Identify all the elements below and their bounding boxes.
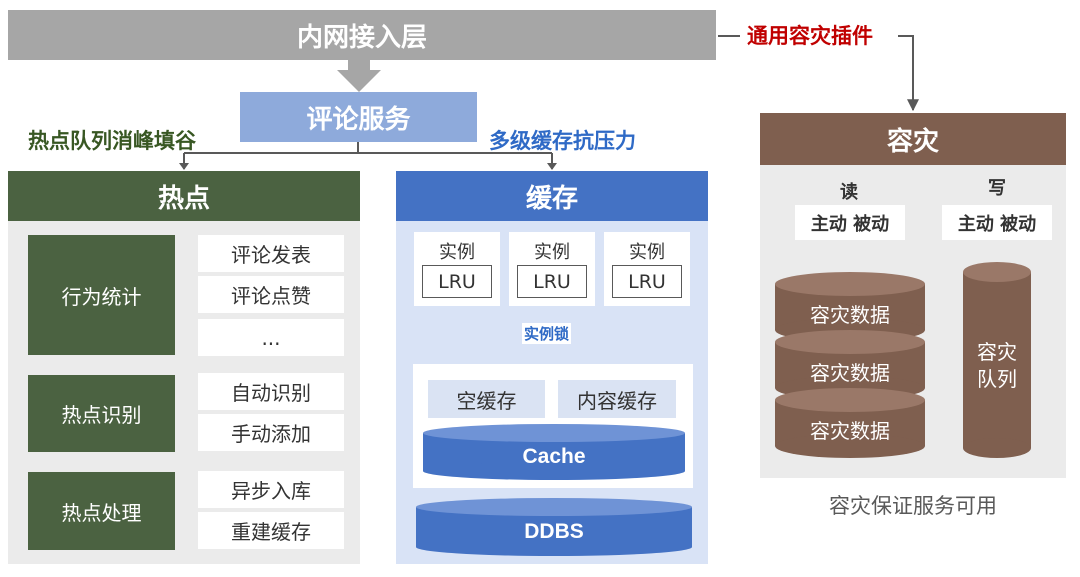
stage-label: 热点识别 — [61, 403, 142, 427]
item-box: 评论点赞 — [198, 276, 344, 313]
active-passive-label: 主动 被动 — [957, 213, 1037, 235]
top-down-arrow — [337, 60, 381, 92]
comment-service-box: 评论服务 — [240, 92, 477, 142]
active-passive-label: 主动 被动 — [810, 213, 890, 235]
lru-label: LRU — [533, 270, 571, 293]
item-box: 自动识别 — [198, 373, 344, 410]
stage-label: 行为统计 — [61, 284, 142, 309]
hot-title: 热点 — [157, 183, 210, 214]
read-label: 读 — [840, 182, 858, 203]
cache-db-cylinder: Cache — [423, 424, 685, 480]
plugin-label: 通用容灾插件 — [747, 24, 873, 48]
lru-box: LRU — [517, 265, 587, 298]
item-label: 评论发表 — [231, 243, 311, 267]
dr-data-disk: 容灾数据 — [775, 272, 925, 342]
ddbs-label: DDBS — [524, 520, 584, 543]
dr-data-disk: 容灾数据 — [775, 388, 925, 458]
item-box: 评论发表 — [198, 235, 344, 272]
item-label: 自动识别 — [231, 381, 311, 405]
service-title: 评论服务 — [306, 104, 411, 135]
item-label: 重建缓存 — [231, 520, 311, 544]
instance-label: 实例 — [439, 242, 475, 263]
item-label: 评论点赞 — [231, 284, 311, 308]
service-split-connector — [183, 142, 553, 169]
empty-cache-label: 空缓存 — [456, 388, 517, 413]
lru-label: LRU — [628, 270, 666, 293]
dr-data-stack: 容灾数据 容灾数据 容灾数据 — [775, 272, 925, 458]
dr-queue-cylinder: 容灾 队列 — [963, 262, 1031, 458]
cache-title: 缓存 — [525, 183, 578, 214]
layer-title: 内网接入层 — [296, 22, 427, 53]
dr-data-label: 容灾数据 — [810, 303, 890, 327]
hot-panel-header: 热点 — [8, 171, 360, 221]
cache-instance: 实例 LRU — [509, 232, 595, 306]
stage-label: 热点处理 — [61, 500, 142, 525]
dr-queue-label-1: 容灾 — [977, 340, 1017, 364]
hot-caption: 热点队列消峰填谷 — [28, 129, 196, 153]
cache-db-label: Cache — [522, 445, 585, 468]
item-label: ... — [261, 325, 281, 350]
dr-footer-label: 容灾保证服务可用 — [829, 494, 997, 518]
stage-hot-processing: 热点处理 — [28, 472, 175, 550]
ddbs-cylinder: DDBS — [416, 498, 692, 556]
lru-box: LRU — [612, 265, 682, 298]
cache-caption: 多级缓存抗压力 — [489, 129, 636, 153]
dr-title: 容灾 — [886, 126, 939, 157]
item-label: 手动添加 — [231, 422, 311, 446]
cache-instance: 实例 LRU — [414, 232, 500, 306]
write-active-passive: 主动 被动 — [942, 205, 1052, 240]
content-cache-box: 内容缓存 — [558, 380, 676, 418]
item-box: 手动添加 — [198, 414, 344, 451]
item-box: ... — [198, 319, 344, 356]
lru-box: LRU — [422, 265, 492, 298]
read-active-passive: 主动 被动 — [795, 205, 905, 240]
lru-label: LRU — [438, 270, 476, 293]
instance-label: 实例 — [534, 242, 570, 263]
cache-instance: 实例 LRU — [604, 232, 690, 306]
cache-panel-header: 缓存 — [396, 171, 708, 221]
dr-footer: 容灾保证服务可用 — [760, 490, 1066, 520]
item-box: 异步入库 — [198, 471, 344, 508]
write-label: 写 — [988, 178, 1006, 199]
instance-label: 实例 — [629, 242, 665, 263]
empty-cache-box: 空缓存 — [428, 380, 545, 418]
instance-lock-label: 实例锁 — [522, 323, 572, 344]
dr-data-label: 容灾数据 — [810, 419, 890, 443]
dr-queue-label-2: 队列 — [977, 367, 1017, 391]
plugin-connector — [718, 35, 913, 110]
stage-hot-identification: 热点识别 — [28, 375, 175, 452]
dr-data-label: 容灾数据 — [810, 361, 890, 385]
intranet-access-layer: 内网接入层 — [8, 10, 716, 60]
stage-behavior-stats: 行为统计 — [28, 235, 175, 355]
dr-panel-header: 容灾 — [760, 113, 1066, 165]
item-label: 异步入库 — [231, 479, 311, 503]
content-cache-label: 内容缓存 — [577, 388, 657, 413]
item-box: 重建缓存 — [198, 512, 344, 549]
